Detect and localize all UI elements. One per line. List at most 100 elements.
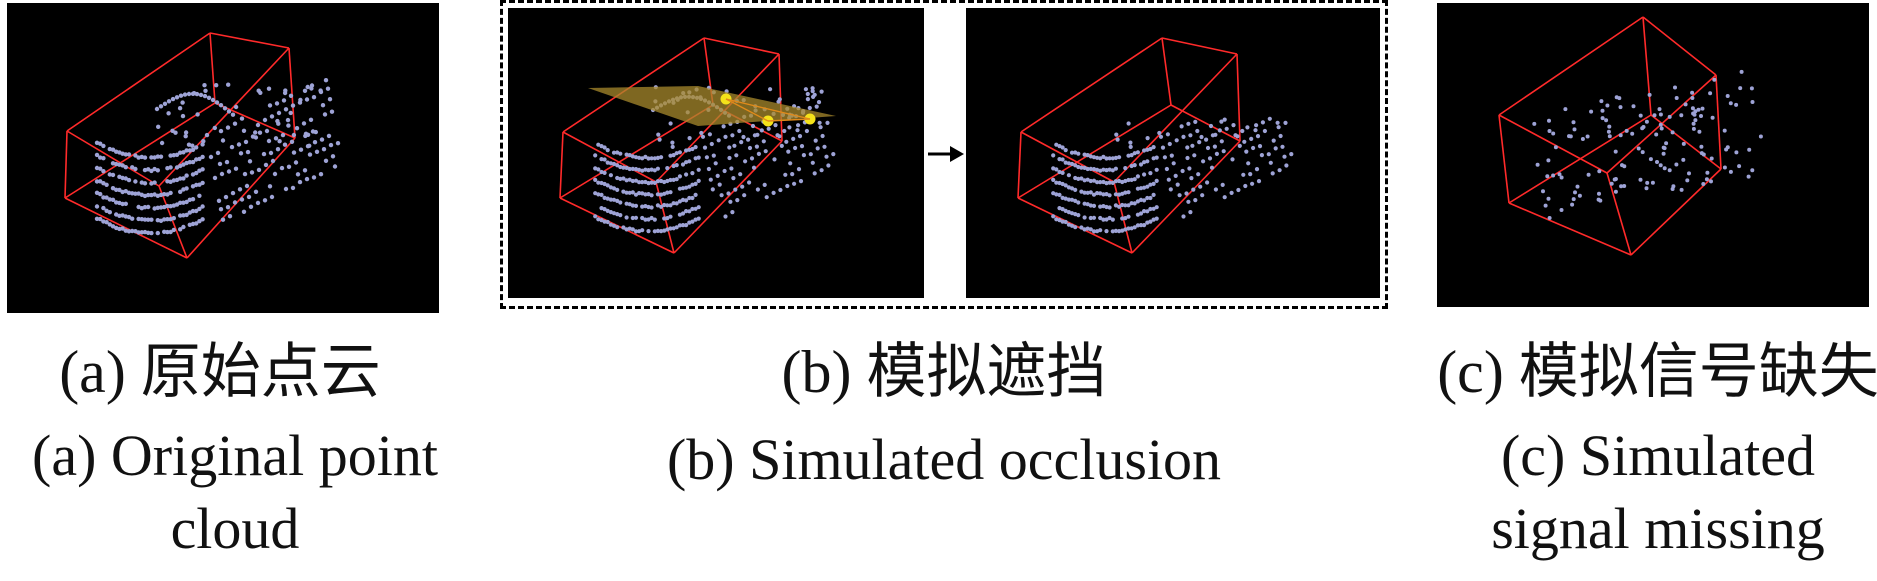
box-edge bbox=[64, 102, 216, 199]
point bbox=[690, 195, 695, 201]
point bbox=[277, 139, 282, 144]
point bbox=[785, 183, 790, 189]
box-edge bbox=[66, 32, 211, 132]
point bbox=[218, 103, 224, 108]
panel-occlusion-before bbox=[508, 8, 924, 298]
point bbox=[1254, 123, 1259, 128]
point bbox=[311, 95, 317, 100]
point bbox=[755, 187, 760, 192]
point bbox=[1129, 201, 1134, 206]
point bbox=[1126, 190, 1131, 195]
point bbox=[812, 171, 817, 176]
point bbox=[1597, 191, 1601, 196]
point-cloud bbox=[1532, 69, 1763, 220]
point bbox=[1230, 157, 1235, 162]
point bbox=[805, 91, 810, 97]
point bbox=[1066, 173, 1071, 178]
point bbox=[1142, 198, 1147, 203]
point bbox=[1132, 177, 1137, 182]
point bbox=[266, 138, 272, 144]
point bbox=[1644, 119, 1649, 124]
point bbox=[1750, 100, 1755, 104]
point bbox=[1244, 149, 1249, 154]
point bbox=[702, 145, 708, 150]
point bbox=[1758, 134, 1763, 139]
point bbox=[1142, 209, 1147, 214]
point bbox=[218, 207, 224, 212]
point bbox=[690, 219, 695, 224]
point bbox=[1667, 168, 1672, 173]
point bbox=[1577, 193, 1582, 198]
point bbox=[755, 132, 760, 137]
point bbox=[803, 87, 808, 92]
plane-edge bbox=[725, 98, 769, 122]
point bbox=[1104, 168, 1109, 173]
point bbox=[285, 117, 291, 123]
point bbox=[290, 103, 296, 108]
point bbox=[729, 166, 734, 171]
point bbox=[239, 197, 245, 202]
point bbox=[200, 204, 205, 209]
point bbox=[1138, 223, 1144, 228]
point bbox=[711, 153, 716, 158]
point bbox=[142, 217, 148, 222]
box-edge bbox=[1606, 172, 1632, 256]
point bbox=[1275, 120, 1280, 125]
point bbox=[1138, 186, 1144, 191]
point bbox=[1110, 217, 1115, 222]
point bbox=[198, 92, 204, 98]
point bbox=[178, 189, 183, 194]
point bbox=[1085, 166, 1090, 172]
point bbox=[302, 88, 308, 94]
point bbox=[268, 150, 274, 156]
point bbox=[1699, 144, 1704, 149]
point bbox=[665, 203, 670, 208]
point bbox=[602, 207, 607, 212]
point bbox=[761, 139, 766, 144]
point bbox=[94, 179, 100, 184]
point bbox=[1704, 177, 1709, 182]
point bbox=[1204, 137, 1209, 142]
point bbox=[1107, 180, 1112, 185]
point bbox=[624, 215, 629, 220]
point bbox=[155, 205, 160, 210]
point bbox=[273, 136, 279, 141]
box-edge bbox=[1630, 168, 1722, 256]
point bbox=[791, 136, 796, 141]
point bbox=[1175, 182, 1180, 187]
point bbox=[674, 201, 679, 206]
point bbox=[1245, 125, 1250, 130]
point bbox=[665, 190, 670, 195]
box-edge bbox=[1498, 114, 1510, 204]
point bbox=[621, 189, 626, 194]
point bbox=[1664, 141, 1669, 146]
point bbox=[659, 155, 664, 160]
point bbox=[649, 205, 654, 210]
point bbox=[194, 221, 199, 226]
point bbox=[1095, 155, 1100, 160]
point bbox=[670, 144, 675, 149]
point bbox=[1063, 196, 1068, 201]
point bbox=[782, 128, 787, 134]
point bbox=[605, 183, 610, 188]
point bbox=[94, 216, 100, 221]
point bbox=[646, 181, 651, 186]
point bbox=[206, 95, 212, 101]
point bbox=[1235, 134, 1240, 139]
point bbox=[1060, 145, 1065, 150]
point bbox=[274, 101, 280, 106]
point bbox=[1123, 178, 1128, 184]
point bbox=[1171, 161, 1176, 166]
point bbox=[142, 205, 148, 210]
point bbox=[166, 111, 171, 116]
point bbox=[186, 91, 192, 97]
point bbox=[677, 223, 682, 228]
point bbox=[1701, 182, 1706, 186]
point bbox=[220, 217, 226, 222]
point bbox=[149, 168, 154, 174]
point bbox=[1557, 172, 1562, 177]
point bbox=[1696, 107, 1701, 112]
point bbox=[117, 226, 122, 232]
point bbox=[640, 204, 645, 209]
point bbox=[1575, 184, 1580, 189]
